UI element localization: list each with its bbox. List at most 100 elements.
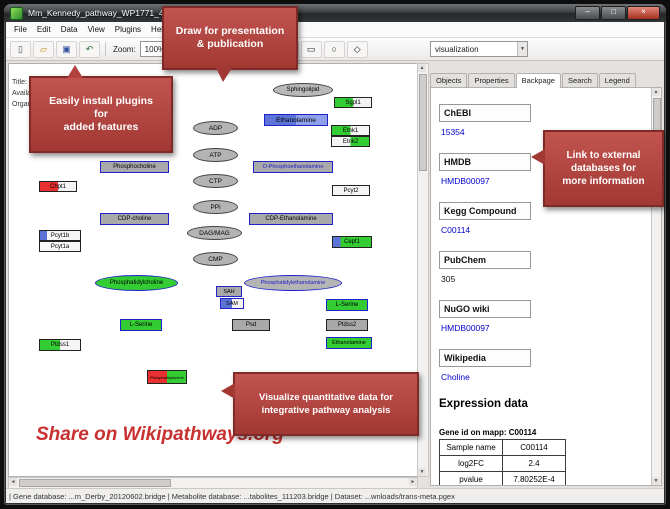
scroll-left-icon[interactable]: ◄ — [9, 478, 17, 486]
callout-arrow — [531, 149, 545, 165]
scrollbar-thumb[interactable] — [19, 479, 171, 487]
pathway-node[interactable]: Pcyt1a — [39, 241, 81, 252]
zoom-value: 100% — [144, 44, 166, 54]
pathway-node[interactable]: Pcyt2 — [332, 185, 370, 196]
pathway-node[interactable]: CMP — [193, 252, 238, 266]
pathway-node[interactable]: Chpt1 — [39, 181, 77, 192]
pathway-node[interactable]: Phosphatidylcholine — [95, 275, 178, 291]
scroll-up-icon[interactable]: ▲ — [652, 88, 660, 96]
menu-view[interactable]: View — [87, 25, 105, 34]
pathway-node[interactable]: Phosphatidylserine — [147, 370, 187, 384]
pathway-node[interactable]: Ethanolamine — [326, 337, 372, 349]
callout-text: Easily install plugins for added feature… — [49, 95, 153, 133]
database-label: Kegg Compound — [439, 202, 531, 220]
pathway-node[interactable]: Etnk1 — [331, 125, 370, 136]
open-folder-icon[interactable]: ▱ — [33, 40, 54, 58]
pathway-node[interactable]: Pcyt1b — [39, 230, 81, 241]
database-link[interactable]: C00114 — [441, 225, 471, 235]
menu-plugins[interactable]: Plugins — [114, 25, 142, 34]
title-bar[interactable]: Mm_Kennedy_pathway_WP1771_45176.gp... – … — [4, 4, 666, 22]
menu-edit[interactable]: Edit — [36, 25, 51, 34]
maximize-button[interactable]: □ — [601, 6, 626, 20]
new-file-icon[interactable]: ▯ — [10, 40, 31, 58]
pathway-node[interactable]: O-Phosphoethanolamine — [253, 161, 333, 173]
pathway-node[interactable]: Sgpl1 — [334, 97, 372, 108]
toolbar-separator — [105, 42, 106, 56]
panel-scrollbar[interactable]: ▲ ▼ — [651, 88, 661, 485]
tab-search[interactable]: Search — [561, 73, 598, 88]
tab-properties[interactable]: Properties — [468, 73, 515, 88]
scroll-right-icon[interactable]: ► — [409, 478, 417, 486]
pathway-node[interactable]: L-Serine — [120, 319, 162, 331]
undo-icon[interactable]: ↶ — [79, 40, 100, 58]
expression-data-title: Expression data — [439, 398, 528, 410]
pathway-node[interactable]: Phosphatidylethanolamine — [244, 275, 342, 291]
pathway-node[interactable]: CTP — [193, 174, 238, 188]
database-link[interactable]: HMDB00097 — [441, 323, 490, 333]
minimize-button[interactable]: – — [575, 6, 600, 20]
toolbar-file-icons: ▯▱▣↶ — [10, 40, 100, 58]
pathway-node[interactable]: Ethanolamine — [264, 114, 328, 126]
table-cell: 7.80252E-4 — [502, 471, 566, 485]
menu-bar: File Edit Data View Plugins Help — [6, 22, 664, 38]
shape-tool-icon[interactable]: ◇ — [346, 40, 368, 58]
pathway-node[interactable]: Sphingolipid — [273, 83, 333, 97]
close-button[interactable]: × — [627, 6, 660, 20]
table-cell: Sample name — [439, 439, 503, 456]
tab-backpage[interactable]: Backpage — [515, 73, 561, 88]
callout-arrow — [221, 383, 235, 399]
database-link[interactable]: 15354 — [441, 127, 465, 137]
table-cell: 2.4 — [502, 455, 566, 472]
backpage-section: HMDB HMDB00097 — [439, 153, 643, 186]
save-icon[interactable]: ▣ — [56, 40, 77, 58]
pathway-node[interactable]: SAH — [216, 286, 242, 297]
callout-text: Draw for presentation & publication — [175, 25, 285, 50]
pathway-node[interactable]: Etnk2 — [331, 136, 370, 147]
menu-help[interactable]: Help — [151, 25, 168, 34]
database-label: ChEBI — [439, 104, 531, 122]
callout-arrow — [216, 68, 232, 82]
visualization-combobox[interactable]: visualization ▼ — [430, 41, 528, 57]
database-link[interactable]: Choline — [441, 372, 470, 382]
pathway-node[interactable]: Cept1 — [332, 236, 372, 248]
pathway-node[interactable]: L-Serine — [326, 299, 368, 311]
canvas-vertical-scrollbar[interactable]: ▲ ▼ — [417, 63, 429, 477]
canvas-horizontal-scrollbar[interactable]: ◄ ► — [8, 477, 418, 489]
scroll-down-icon[interactable]: ▼ — [652, 477, 660, 485]
database-label: HMDB — [439, 153, 531, 171]
pathway-node[interactable]: Psd — [232, 319, 270, 331]
pathway-node[interactable]: Ptdss2 — [326, 319, 368, 331]
database-link[interactable]: HMDB00097 — [441, 176, 490, 186]
callout-text: Visualize quantitative data for integrat… — [259, 392, 393, 416]
toolbar: ▯▱▣↶ Zoom: 100% ▼ ab╲→T▭○◇ visualization… — [6, 38, 664, 61]
menu-data[interactable]: Data — [60, 25, 78, 34]
pathway-node[interactable]: CDP-choline — [100, 213, 169, 225]
pathway-node[interactable]: DAG/MAG — [187, 226, 242, 240]
pathway-node[interactable]: PPi — [193, 200, 238, 214]
chevron-down-icon[interactable]: ▼ — [517, 42, 527, 56]
menu-file[interactable]: File — [14, 25, 27, 34]
callout-install-plugins: Easily install plugins for added feature… — [29, 65, 173, 153]
scrollbar-thumb[interactable] — [419, 74, 427, 171]
pathway-node[interactable]: SAM — [220, 298, 244, 309]
canvas-info-label: Title: — [12, 79, 27, 86]
tab-legend[interactable]: Legend — [598, 73, 636, 88]
scroll-up-icon[interactable]: ▲ — [418, 64, 426, 72]
ellipse-tool-icon[interactable]: ○ — [323, 40, 345, 58]
pathway-node[interactable]: ADP — [193, 121, 238, 135]
rect-tool-icon[interactable]: ▭ — [300, 40, 322, 58]
tab-objects[interactable]: Objects — [430, 73, 468, 88]
pathway-node[interactable]: Phosphocholine — [100, 161, 169, 173]
scroll-down-icon[interactable]: ▼ — [418, 468, 426, 476]
pathway-node[interactable]: CDP-Ethanolamine — [249, 213, 333, 225]
pathway-node[interactable]: ATP — [193, 148, 238, 162]
pathway-node[interactable]: Ptdss1 — [39, 339, 81, 351]
